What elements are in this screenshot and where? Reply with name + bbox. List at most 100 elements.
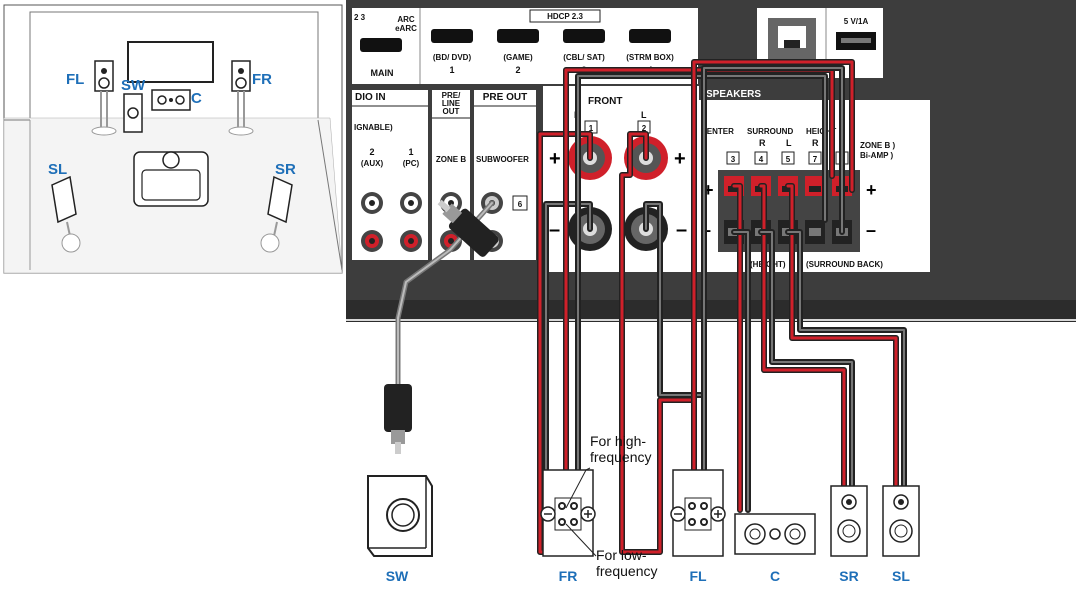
usb-port[interactable] xyxy=(836,32,876,50)
audio-in-1-num: 1 xyxy=(408,147,413,157)
speaker-num-5: 5 xyxy=(781,151,795,165)
speakers-plus-left: + xyxy=(703,180,714,200)
room-label-sl: SL xyxy=(48,161,67,178)
c-speaker-icon xyxy=(151,89,191,111)
speakers-title: SPEAKERS xyxy=(706,89,761,100)
frequency-callouts: For high- frequency For low- frequency xyxy=(565,433,657,579)
arc-label: ARC xyxy=(397,15,415,24)
low-frequency-note-2: frequency xyxy=(596,563,657,579)
hdcp-label: HDCP 2.3 xyxy=(547,12,583,21)
room-label-c: C xyxy=(191,90,202,107)
hdmi-port-2[interactable] xyxy=(497,29,539,43)
low-frequency-note-1: For low- xyxy=(596,547,647,563)
hdmi-port-main[interactable] xyxy=(360,38,402,52)
audio-in-1-red-jack[interactable] xyxy=(400,230,422,252)
c-cable xyxy=(731,183,751,513)
svg-text:4: 4 xyxy=(759,155,764,164)
sl-speaker-unit-icon xyxy=(882,485,920,557)
hdmi-4-name: (STRM BOX) xyxy=(626,53,674,62)
svg-text:5: 5 xyxy=(786,155,791,164)
sw-speaker-icon xyxy=(123,93,143,133)
fl-bi-amp-speaker-icon xyxy=(670,469,726,557)
high-frequency-note-2: frequency xyxy=(590,449,651,465)
sr-speaker-icon xyxy=(260,175,293,253)
hdmi-2-num: 2 xyxy=(515,65,520,75)
bottom-label-fl: FL xyxy=(689,568,707,584)
fr-bi-amp-speaker-icon xyxy=(540,469,596,557)
zone-b-speakers-label: ZONE B ) xyxy=(860,141,895,150)
hdmi-main-label: MAIN xyxy=(371,68,394,78)
speaker-num-7: 7 xyxy=(808,151,822,165)
front-l-plus-terminal[interactable] xyxy=(624,136,668,180)
audio-in-sub: IGNABLE) xyxy=(354,123,393,132)
bottom-label-c: C xyxy=(770,568,780,584)
height-r-plus-terminal[interactable] xyxy=(805,176,825,196)
bi-amp-label: Bi-AMP ) xyxy=(860,151,894,160)
hdmi-2-name: (GAME) xyxy=(503,53,533,62)
bottom-label-sr: SR xyxy=(839,568,858,584)
room-label-fr: FR xyxy=(252,71,272,88)
room-label-sr: SR xyxy=(275,161,296,178)
surround-back-label: (SURROUND BACK) xyxy=(806,260,883,269)
rca-plug-subwoofer-icon xyxy=(384,384,412,454)
speakers-minus-right: – xyxy=(866,220,876,240)
hdmi-port-3[interactable] xyxy=(563,29,605,43)
subwoofer-label: SUBWOOFER xyxy=(476,155,529,164)
audio-in-title: DIO IN xyxy=(355,92,386,103)
svg-text:3: 3 xyxy=(731,155,736,164)
center-speaker-unit-icon xyxy=(734,513,816,555)
subwoofer-num: 6 xyxy=(518,200,523,209)
audio-in-2-red-jack[interactable] xyxy=(361,230,383,252)
high-frequency-note-1: For high- xyxy=(590,433,646,449)
sofa-icon xyxy=(133,151,209,207)
height-label: HEIGHT xyxy=(806,127,836,136)
front-l-num: 2 xyxy=(642,124,647,133)
surround-label: SURROUND xyxy=(747,127,793,136)
height-bottom-label: (HEIGHT) xyxy=(750,260,786,269)
svg-text:7: 7 xyxy=(813,155,818,164)
audio-in-2-white-jack[interactable] xyxy=(361,192,383,214)
subwoofer-unit-icon xyxy=(367,475,433,557)
hdmi-partial-num: 2 3 xyxy=(354,13,366,22)
zone-b-label: ZONE B xyxy=(436,155,466,164)
hdmi-1-num: 1 xyxy=(449,65,454,75)
surround-l-label: L xyxy=(786,138,792,148)
fl-cable xyxy=(619,59,855,555)
height-r-label: R xyxy=(812,138,819,148)
center-label: CENTER xyxy=(701,127,734,136)
bottom-label-fr: FR xyxy=(559,568,578,584)
hdmi-port-4[interactable] xyxy=(629,29,671,43)
audio-in-1-white-jack[interactable] xyxy=(400,192,422,214)
front-minus-left: – xyxy=(549,219,560,241)
tv-icon xyxy=(127,41,214,83)
fr-speaker-icon xyxy=(228,60,254,136)
room-label-sw: SW xyxy=(121,77,146,94)
front-plus-right: + xyxy=(674,148,686,170)
audio-in-2-name: (AUX) xyxy=(361,159,384,168)
earc-label: eARC xyxy=(395,24,417,33)
front-title: FRONT xyxy=(588,96,622,107)
front-l-label: L xyxy=(641,110,647,120)
pre-out-title: PRE OUT xyxy=(483,92,527,103)
room-label-fl: FL xyxy=(66,71,84,88)
sr-cable xyxy=(758,183,855,489)
bottom-label-sl: SL xyxy=(892,568,910,584)
sr-speaker-unit-icon xyxy=(830,485,868,557)
speakers-plus-right: + xyxy=(866,180,877,200)
bottom-label-sw: SW xyxy=(386,568,409,584)
lan-port[interactable] xyxy=(768,18,816,60)
usb-label: 5 V/1A xyxy=(844,17,869,26)
front-plus-left: + xyxy=(549,148,561,170)
front-r-num: 1 xyxy=(589,124,594,133)
hdmi-port-1[interactable] xyxy=(431,29,473,43)
hdmi-1-name: (BD/ DVD) xyxy=(433,53,472,62)
sl-speaker-icon xyxy=(51,175,81,253)
sl-cable xyxy=(785,183,907,489)
front-minus-right: – xyxy=(676,219,687,241)
speaker-num-3: 3 xyxy=(726,151,740,165)
audio-in-1-name: (PC) xyxy=(403,159,420,168)
receiver-rear-panel: HDCP 2.3 2 3 ARC eARC MAIN (BD/ DVD) 1 (… xyxy=(346,0,1076,322)
audio-in-2-num: 2 xyxy=(369,147,374,157)
pre-line-out-title-1: PRE/ xyxy=(442,91,461,100)
height-r-minus-terminal[interactable] xyxy=(805,220,825,244)
